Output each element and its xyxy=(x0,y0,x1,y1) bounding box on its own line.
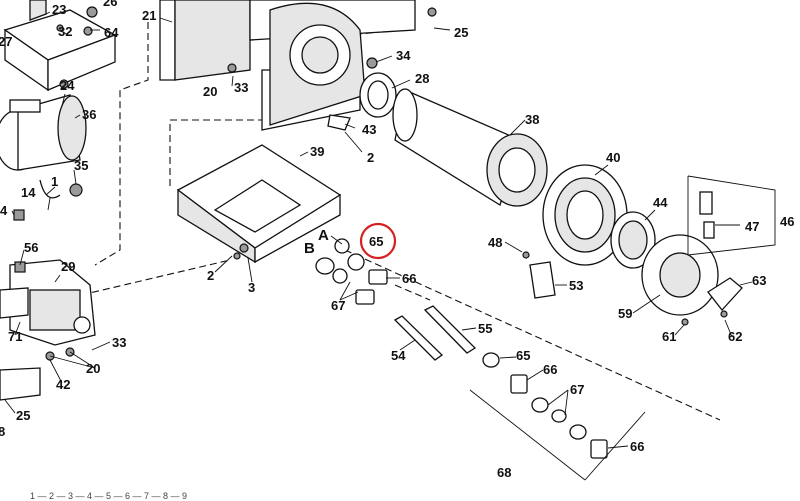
drum-38 xyxy=(327,88,548,207)
part-label: 66 xyxy=(402,271,416,286)
part-label: 29 xyxy=(61,259,75,274)
part-label: 54 xyxy=(391,348,406,363)
part-label: 34 xyxy=(396,48,411,63)
coupling-lower xyxy=(469,352,646,481)
bushing-28 xyxy=(359,72,397,118)
pump-assembly xyxy=(0,259,96,401)
part-label: 21 xyxy=(142,8,156,23)
part-label: 65 xyxy=(516,348,530,363)
bracket-63 xyxy=(707,277,743,318)
main-frame xyxy=(159,0,437,131)
part-label: 59 xyxy=(618,306,632,321)
tray-39 xyxy=(176,144,342,264)
part-label: 28 xyxy=(415,71,429,86)
gear-40 xyxy=(542,164,628,266)
part-label: 55 xyxy=(478,321,492,336)
part-label: 56 xyxy=(24,240,38,255)
control-box-assembly xyxy=(3,0,117,92)
part-label: 38 xyxy=(525,112,539,127)
bearing-44 xyxy=(610,211,656,269)
part-label: 68 xyxy=(497,465,511,480)
part-label: 25 xyxy=(16,408,30,423)
part-label: 8 xyxy=(0,424,5,439)
callout-b: B xyxy=(304,240,315,257)
part-label: 42 xyxy=(56,377,70,392)
part-label: 2 xyxy=(207,268,214,283)
part-label: 20 xyxy=(203,84,217,99)
part-label: 32 xyxy=(58,24,72,39)
part-label: 2 xyxy=(367,150,374,165)
part-label: 4 xyxy=(0,203,8,218)
highlighted-part-label: 65 xyxy=(369,234,383,249)
part-label: 53 xyxy=(569,278,583,293)
callout-a: A xyxy=(318,227,329,244)
part-label: 67 xyxy=(570,382,584,397)
part-label: 63 xyxy=(752,273,766,288)
part-label: 1 xyxy=(51,174,58,189)
part-label: 23 xyxy=(52,2,66,17)
leader-lines xyxy=(4,11,753,449)
switch-assembly xyxy=(687,175,776,256)
part-label: 64 xyxy=(104,25,119,40)
footer-text: 1 — 2 — 3 — 4 — 5 — 6 — 7 — 8 — 9 xyxy=(30,491,187,501)
part-label: 44 xyxy=(653,195,668,210)
part-label: 62 xyxy=(728,329,742,344)
end-plate-59 xyxy=(641,234,719,326)
part-label: 43 xyxy=(362,122,376,137)
part-label: 3 xyxy=(248,280,255,295)
part-label: 71 xyxy=(8,329,22,344)
highlight-circle xyxy=(359,222,397,260)
part-label: 20 xyxy=(86,361,100,376)
part-label: 24 xyxy=(60,78,75,93)
coupling-upper xyxy=(315,238,388,305)
part-label: 26 xyxy=(103,0,117,9)
part-label: 36 xyxy=(82,107,96,122)
block-53 xyxy=(522,251,556,299)
part-label: 25 xyxy=(454,25,468,40)
part-label: 66 xyxy=(630,439,644,454)
part-label: 48 xyxy=(488,235,502,250)
part-label: 33 xyxy=(112,335,126,350)
shafts xyxy=(393,305,477,361)
part-label: 39 xyxy=(310,144,324,159)
part-label: 14 xyxy=(21,185,36,200)
part-label: 66 xyxy=(543,362,557,377)
part-label: 47 xyxy=(745,219,759,234)
part-label: 46 xyxy=(780,214,794,229)
part-label: 40 xyxy=(606,150,620,165)
part-label: 35 xyxy=(74,158,88,173)
part-label: 33 xyxy=(234,80,248,95)
part-label: 67 xyxy=(331,298,345,313)
motor-assembly xyxy=(0,79,87,221)
part-label: 61 xyxy=(662,329,676,344)
part-labels: 23 26 21 27 32 64 25 34 28 20 33 24 36 4… xyxy=(0,0,794,480)
part-label: 27 xyxy=(0,34,12,49)
